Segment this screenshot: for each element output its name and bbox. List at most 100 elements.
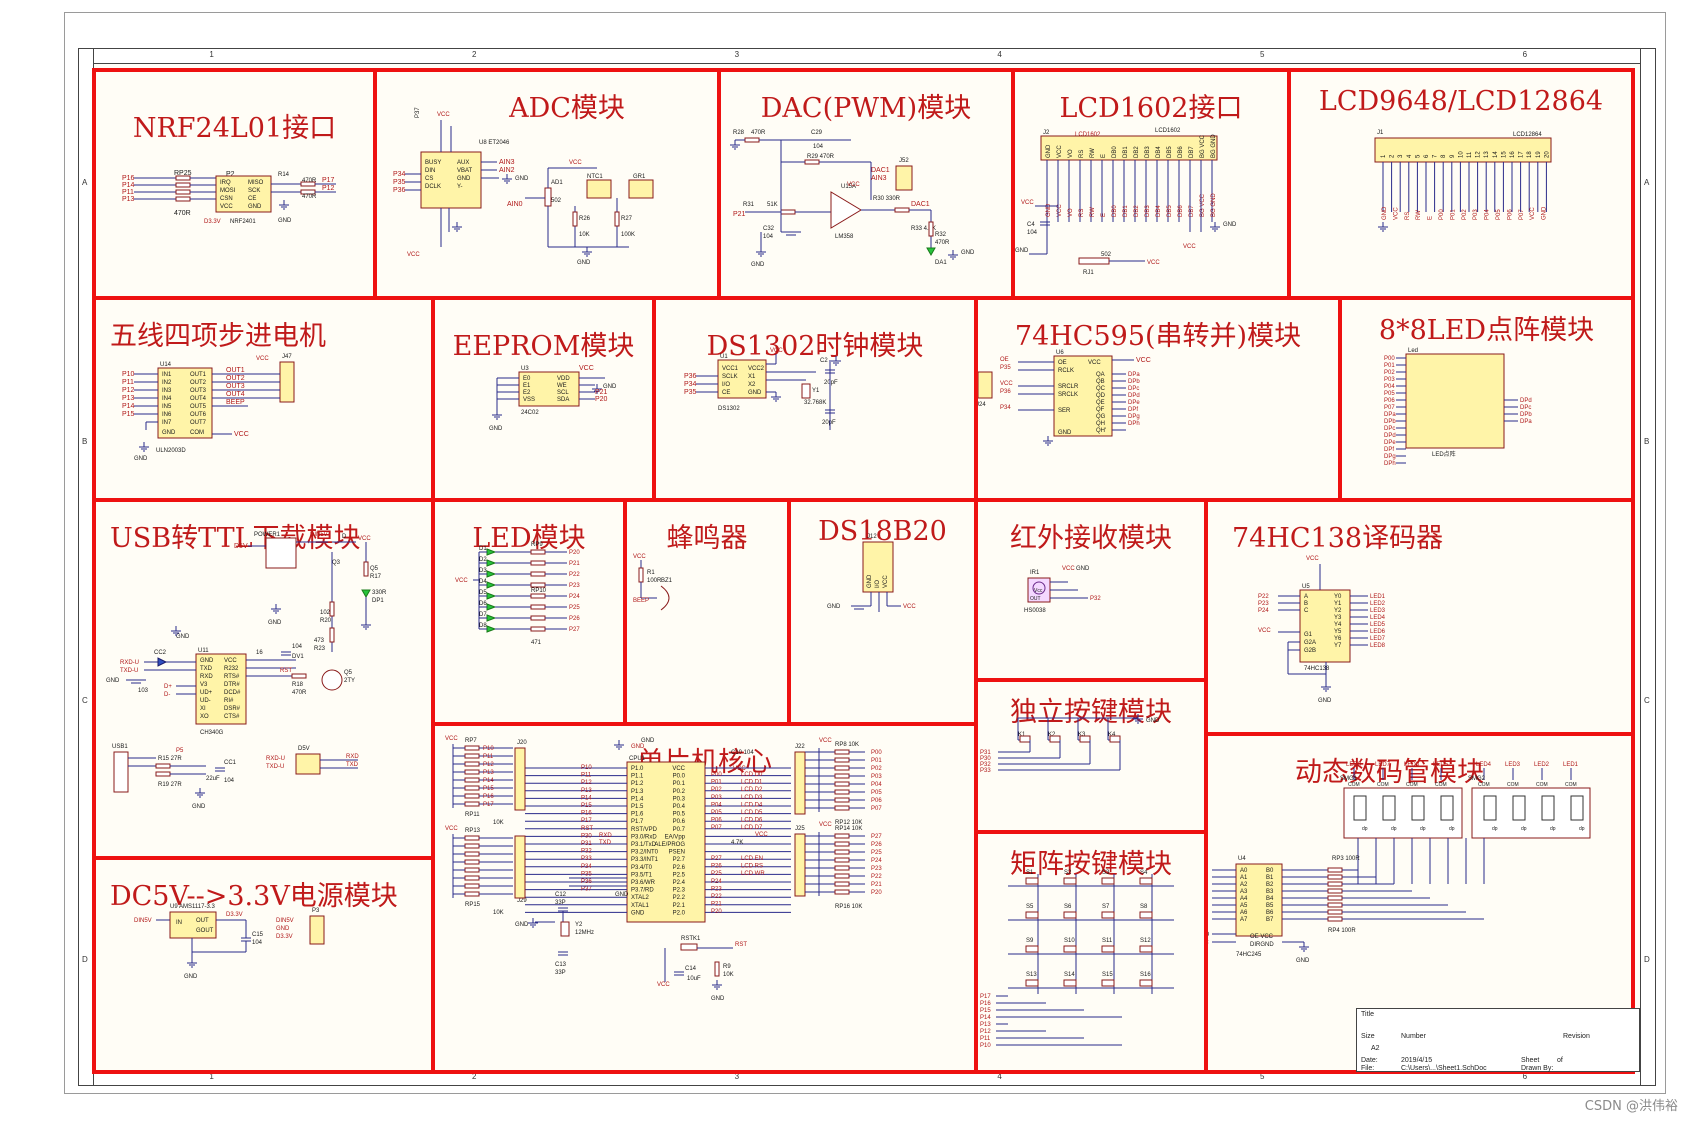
schematic-label: 6	[1424, 154, 1430, 158]
schematic-label: dp	[1449, 826, 1455, 832]
schematic-label: dp	[1362, 826, 1368, 832]
schematic-label: VCC	[672, 766, 685, 772]
schematic-label: RP7	[465, 738, 477, 744]
net-label: LCD D6	[741, 818, 763, 824]
schematic-label: LCD12864	[1513, 132, 1542, 138]
schematic-label: GND	[711, 996, 725, 1002]
ruler-row-label: A	[82, 177, 88, 187]
schematic-label: RP13	[465, 828, 481, 834]
schematic-label: RP8 10K	[835, 742, 859, 748]
net-label: LED3	[1370, 608, 1386, 614]
schematic-label: GND	[106, 678, 120, 684]
schematic-label: S7	[1102, 904, 1110, 910]
schematic-label: U4	[1238, 856, 1246, 862]
resistor	[530, 549, 546, 555]
schematic-label: COM	[1348, 782, 1360, 788]
schematic-label: VCC	[220, 204, 233, 210]
net-label: DPh	[1384, 461, 1396, 467]
schematic-label: dp	[1550, 826, 1556, 832]
net-label: TXD-U	[120, 668, 138, 674]
schematic-label: P3.5/T1	[631, 872, 653, 878]
schematic-label: RSTK1	[681, 936, 701, 942]
schematic-label: CSN	[220, 196, 233, 202]
resistor	[464, 835, 480, 841]
schematic-label: 4.7K	[731, 840, 743, 846]
schematic-label: BUSY	[425, 160, 441, 166]
schematic-label: GND	[176, 634, 190, 640]
schematic-label: 2	[1390, 154, 1396, 158]
module-mcu-core: 单片机核心 GNDGNDCPU1P1.0P1.1P1.2P1.3P1.4P1.5…	[431, 722, 978, 1074]
net-label: P01	[1384, 363, 1395, 369]
schematic-label: 502	[551, 198, 562, 204]
net-label: D-	[164, 692, 170, 698]
module-title: 独立按键模块	[1010, 697, 1172, 728]
schematic-label: Y1	[1334, 601, 1342, 607]
matrix-circuit: LedP00P01P02P03P04P05P06P07DPaDPbDPcDPdD…	[1384, 348, 1532, 467]
net-label: LED6	[1370, 629, 1386, 635]
schematic-label: P1.0	[631, 766, 644, 772]
schematic-label: 104	[813, 144, 824, 150]
schematic-label: C13	[555, 962, 567, 968]
matrix-key	[1025, 945, 1039, 953]
schematic-label: AUX	[457, 160, 469, 166]
schematic-label: 104	[763, 234, 774, 240]
module-title: 74HC138译码器	[1232, 523, 1444, 554]
schematic-label: SER	[1058, 408, 1071, 414]
ruler-row-label: B	[82, 436, 88, 446]
ruler-column-label: 3	[734, 50, 740, 59]
schematic-label: 5	[1415, 154, 1421, 158]
net-label: P34	[684, 381, 697, 388]
schematic-label: 104	[252, 940, 263, 946]
schematic-label: Y4	[1334, 622, 1342, 628]
schematic-label: A4	[1240, 896, 1248, 902]
schematic-label: RP4 100R	[1328, 928, 1356, 934]
net-label: BEEP	[633, 598, 649, 604]
net-label: P24	[1258, 608, 1269, 614]
resistor	[464, 891, 480, 897]
schematic-label: R14	[278, 172, 290, 178]
matrix-key	[1025, 877, 1039, 885]
schematic-label: 10uF	[687, 976, 701, 982]
matrix-key	[1063, 911, 1077, 919]
schematic-label: RJ1	[1083, 270, 1094, 276]
schematic-label: R28	[733, 130, 745, 136]
net-label: D5V	[234, 543, 248, 550]
schematic-label: XI	[200, 706, 206, 712]
schematic-label: J20	[517, 740, 527, 746]
date-value: 2019/4/15	[1401, 1057, 1433, 1064]
schematic-label: RP14 10K	[835, 826, 862, 832]
schematic-label: P2.7	[673, 857, 686, 863]
net-label: P12	[581, 780, 592, 786]
schematic-label: COM	[190, 430, 204, 436]
schematic-label: Y5	[1334, 629, 1342, 635]
schematic-label: R9	[723, 964, 731, 970]
schematic-label: S8	[1140, 904, 1148, 910]
buzzer-symbol	[660, 585, 670, 611]
net-label: P12	[483, 762, 494, 768]
push-button	[1019, 735, 1031, 743]
schematic-label: 4	[1407, 154, 1413, 158]
ruler-column-label: 4	[997, 50, 1002, 59]
schematic-label: X2	[748, 382, 756, 388]
net-label: P15	[483, 786, 494, 792]
schematic-label: DB5	[1167, 146, 1173, 158]
schematic-label: QG	[1096, 414, 1106, 420]
net-label: LCD D1	[741, 780, 763, 786]
schematic-label: RP9	[531, 542, 543, 548]
net-label: P14	[122, 403, 135, 410]
net-label: RXD-U	[266, 756, 285, 762]
led-diode	[486, 614, 497, 622]
net-label: P13	[980, 1022, 991, 1028]
schematic-label: OUT6	[190, 412, 207, 418]
ds1302-chip	[717, 359, 767, 399]
schematic-label: DV1	[292, 654, 304, 660]
module-title: 动态数码管模块	[1295, 757, 1484, 788]
net-label: LED8	[1370, 643, 1386, 649]
net-label: VCC	[256, 356, 269, 362]
schematic-label: P37	[415, 107, 421, 118]
ruler-column-label: 4	[997, 1072, 1002, 1081]
schematic-label: P0.1	[673, 781, 686, 787]
schematic-label: 22uF	[206, 776, 220, 782]
schematic-label: 9	[1450, 154, 1456, 158]
